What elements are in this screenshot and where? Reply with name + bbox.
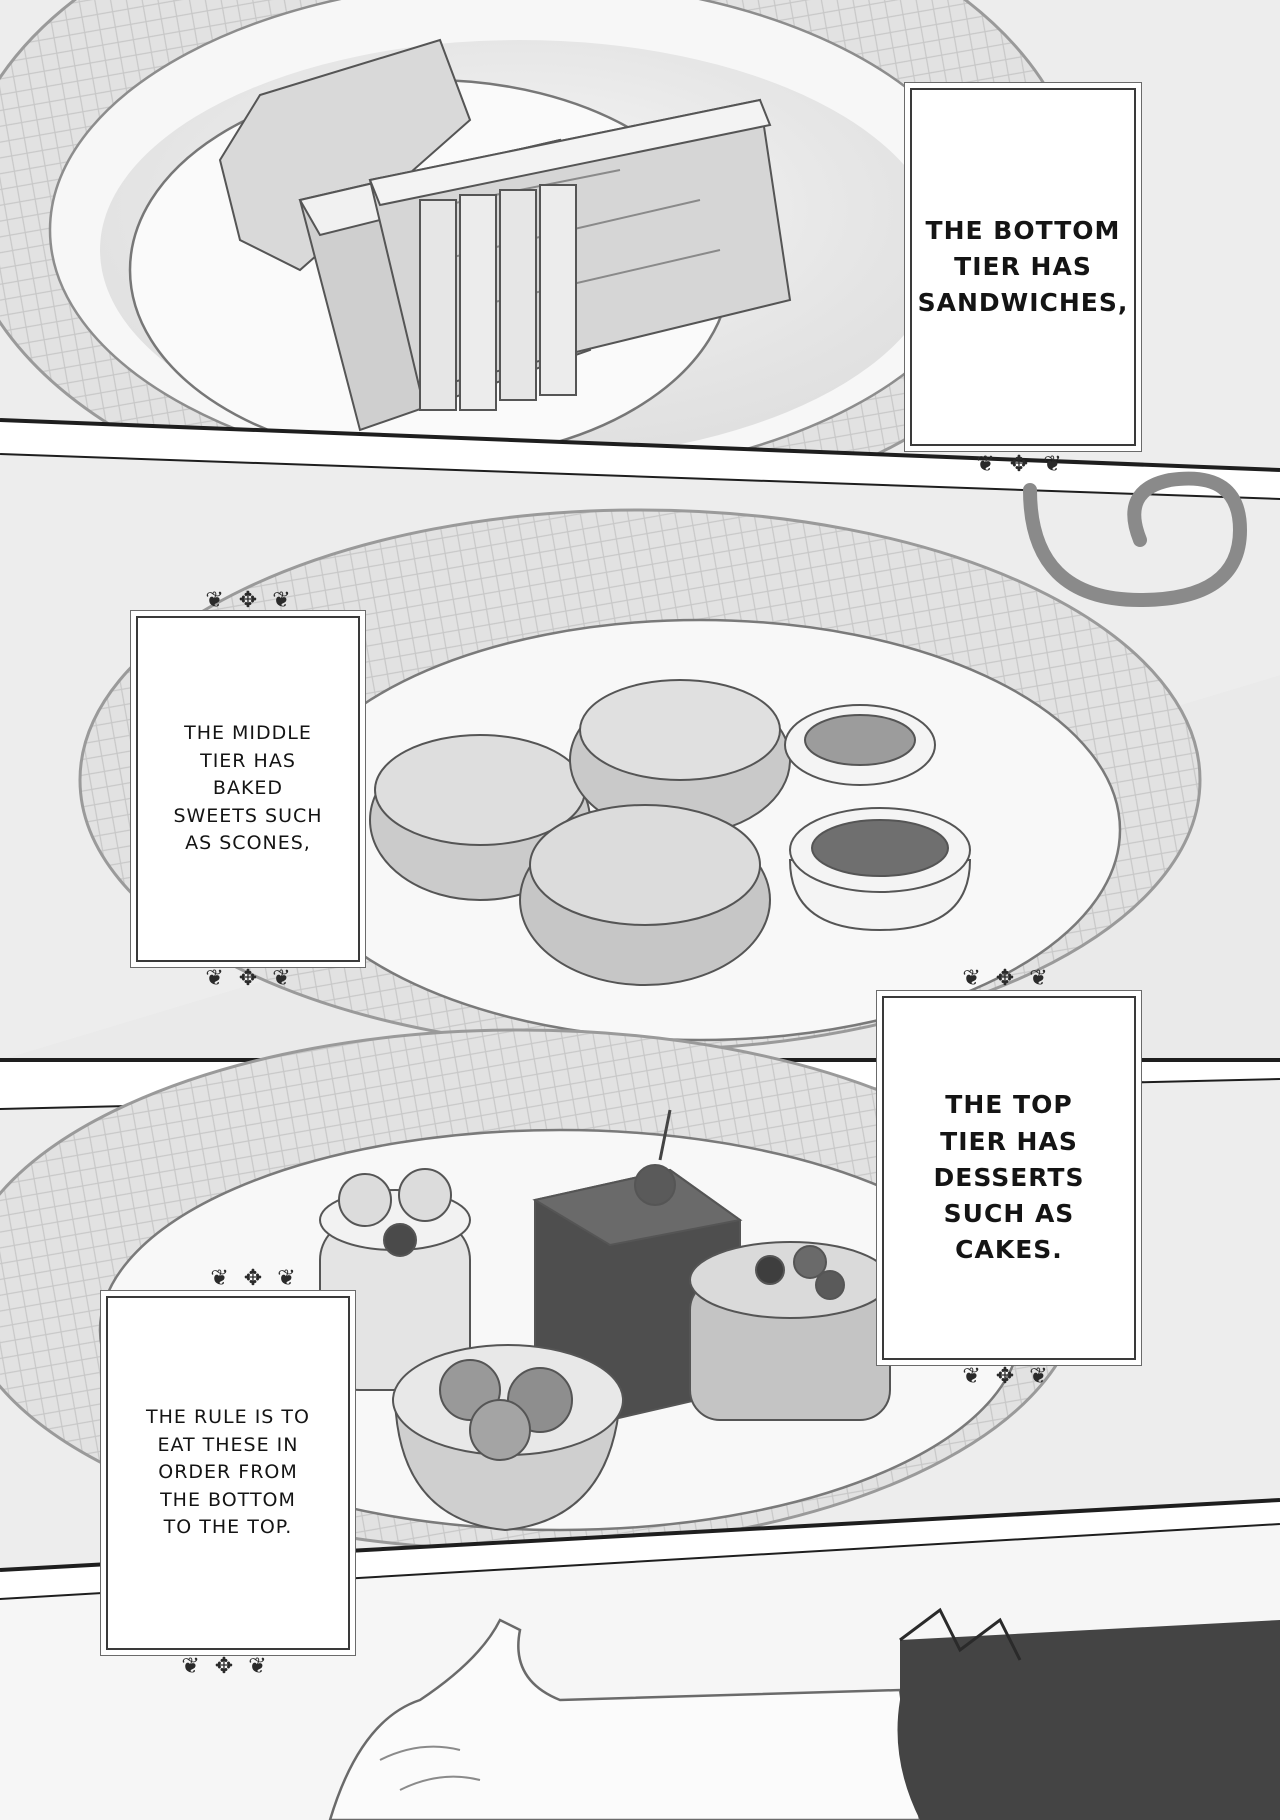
ornament-flourish: ❦ ✥ ❦ — [962, 966, 1052, 991]
caption-line: SANDWICHES, — [917, 288, 1129, 318]
caption-top-tier-text: THE TOP TIER HAS DESSERTS SUCH AS CAKES. — [934, 1087, 1085, 1268]
caption-line: AS SCONES, — [185, 832, 311, 855]
sandwich-illustration — [218, 38, 792, 432]
caption-line: THE RULE IS TO — [146, 1406, 310, 1429]
caption-rule: THE RULE IS TO EAT THESE IN ORDER FROM T… — [106, 1296, 350, 1650]
caption-line: DESSERTS — [933, 1162, 1085, 1192]
caption-line: SUCH AS — [943, 1199, 1075, 1229]
caption-line: TIER HAS — [200, 749, 296, 772]
caption-line: BAKED — [212, 777, 284, 800]
caption-rule-text: THE RULE IS TO EAT THESE IN ORDER FROM T… — [146, 1404, 310, 1542]
cakes-illustration — [319, 1109, 891, 1532]
caption-line: THE BOTTOM — [925, 215, 1121, 245]
ornament-flourish: ❦ ✥ ❦ — [962, 1364, 1052, 1389]
caption-line: ORDER FROM — [158, 1461, 298, 1484]
caption-line: TIER HAS — [954, 251, 1092, 281]
ornament-flourish: ❦ ✥ ❦ — [205, 588, 295, 613]
caption-middle-tier: THE MIDDLE TIER HAS BAKED SWEETS SUCH AS… — [136, 616, 360, 962]
caption-line: THE BOTTOM — [160, 1488, 296, 1511]
caption-middle-tier-text: THE MIDDLE TIER HAS BAKED SWEETS SUCH AS… — [173, 720, 322, 858]
caption-line: TIER HAS — [940, 1126, 1078, 1156]
ornament-flourish: ❦ ✥ ❦ — [210, 1266, 300, 1291]
caption-bottom-tier: THE BOTTOM TIER HAS SANDWICHES, — [910, 88, 1136, 446]
hand-outline — [328, 1618, 922, 1820]
ornament-flourish: ❦ ✥ ❦ — [181, 1654, 271, 1679]
caption-line: SWEETS SUCH — [173, 804, 323, 827]
panel-bottom-tier — [0, 0, 1280, 532]
scones-illustration — [369, 679, 972, 986]
ornament-flourish: ❦ ✥ ❦ — [976, 452, 1066, 477]
caption-line: EAT THESE IN — [157, 1433, 299, 1456]
caption-line: THE MIDDLE — [184, 722, 312, 745]
caption-bottom-tier-text: THE BOTTOM TIER HAS SANDWICHES, — [918, 213, 1129, 322]
sleeve — [897, 1620, 1280, 1820]
ornament-flourish: ❦ ✥ ❦ — [205, 966, 295, 991]
caption-line: CAKES. — [955, 1235, 1063, 1265]
caption-top-tier: THE TOP TIER HAS DESSERTS SUCH AS CAKES. — [882, 996, 1136, 1360]
caption-line: THE TOP — [945, 1090, 1073, 1120]
stand-scroll — [1023, 471, 1248, 608]
caption-line: TO THE TOP. — [163, 1516, 293, 1539]
